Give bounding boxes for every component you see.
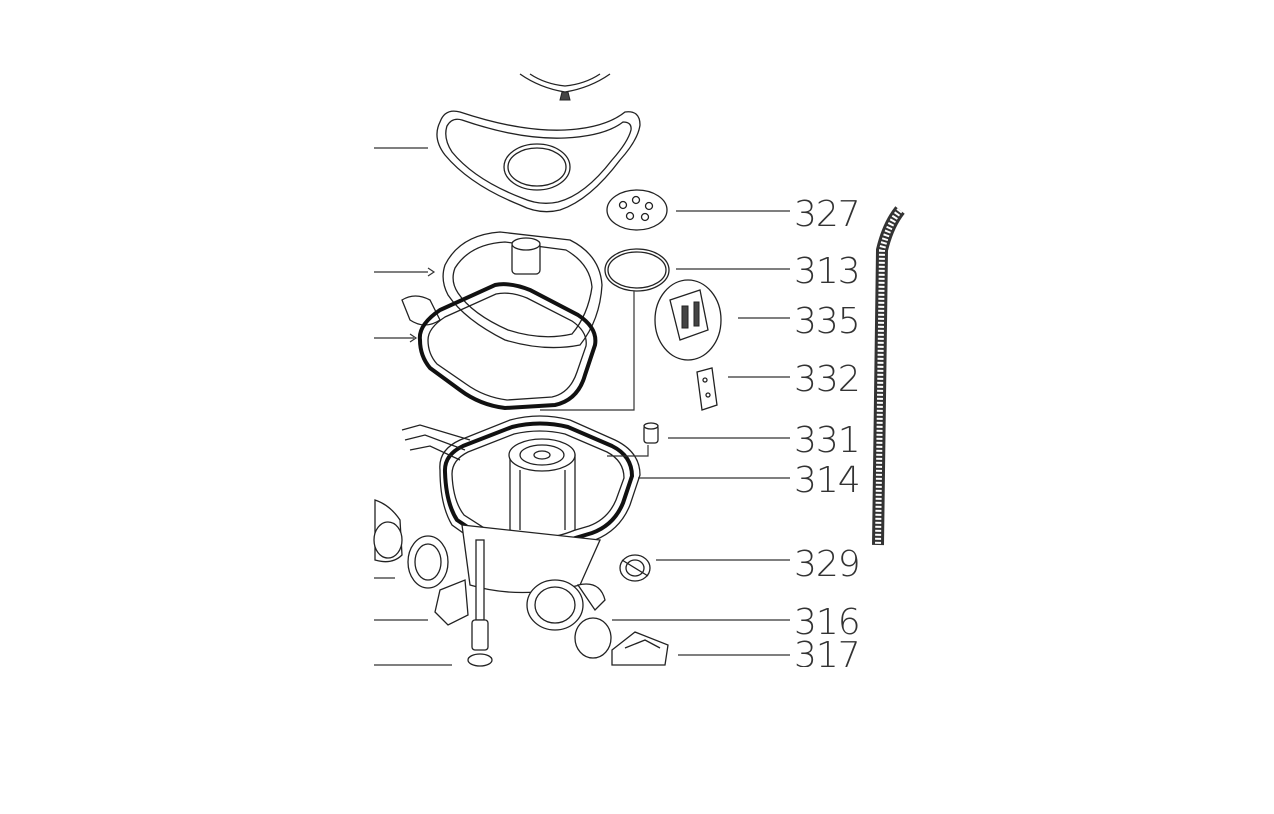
part-317-block	[611, 631, 669, 666]
part-329-grommet	[619, 554, 651, 582]
callout-314: 314	[794, 460, 860, 501]
callout-331: 331	[794, 420, 860, 461]
part-335-cover	[654, 279, 722, 361]
top-partial-part	[519, 73, 611, 101]
callout-329: 329	[794, 544, 860, 585]
sump-housing	[401, 415, 641, 667]
part-332-bracket	[696, 367, 718, 411]
callout-332: 332	[794, 359, 860, 400]
callout-335: 335	[794, 301, 860, 342]
part-327-disc	[606, 189, 668, 231]
drain-hose	[872, 206, 905, 546]
part-316-ring	[574, 617, 612, 659]
sump-gasket	[417, 282, 598, 411]
callout-327: 327	[794, 194, 860, 235]
right-leader-lines	[607, 210, 790, 656]
left-leader-lines	[374, 147, 452, 666]
filter-plate	[436, 110, 641, 213]
part-313-ring	[604, 248, 670, 292]
part-331-plug	[643, 422, 659, 444]
sump-cover	[401, 231, 603, 349]
callout-313: 313	[794, 251, 860, 292]
callout-316: 316	[794, 602, 860, 643]
left-partial-parts	[373, 499, 469, 626]
